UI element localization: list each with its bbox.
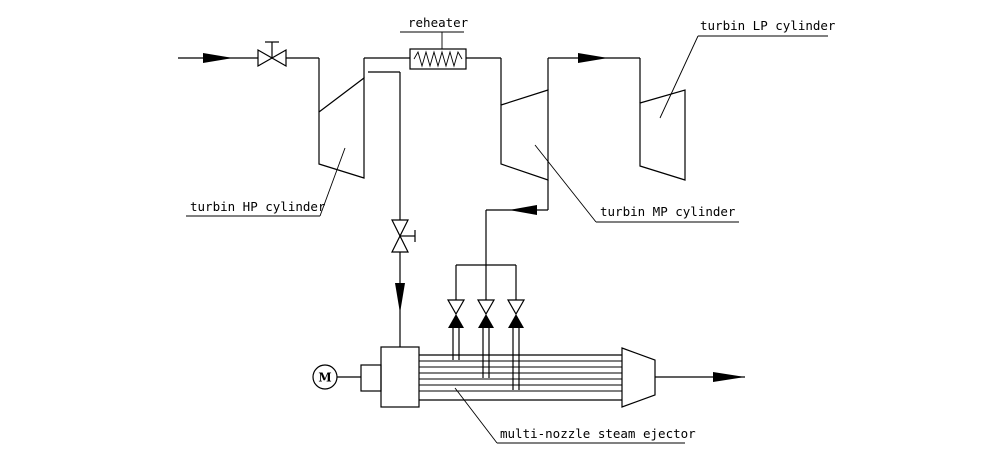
lp-turbine-cylinder <box>639 89 686 181</box>
mp-extraction-line <box>455 180 549 300</box>
mp-turbine-cylinder <box>500 89 549 181</box>
hp-cylinder-label: turbin HP cylinder <box>190 199 326 214</box>
nozzle-valve-1-icon <box>446 299 466 328</box>
steam-ejector-body <box>360 346 656 408</box>
ejector-label: multi-nozzle steam ejector <box>500 426 696 441</box>
hp-turbine-cylinder <box>318 76 365 179</box>
main-steam-inlet <box>178 53 320 112</box>
hp-branch-valve-icon <box>391 219 416 253</box>
reheater-coil <box>409 48 467 70</box>
motor-icon: M <box>312 364 361 390</box>
mp-cylinder-label: turbin MP cylinder <box>600 204 736 219</box>
nozzle-pipes <box>452 328 520 390</box>
reheater-label: reheater <box>408 15 469 30</box>
leader-lines <box>186 31 828 444</box>
hp-exhaust-line <box>363 57 410 220</box>
lp-cylinder-label: turbin LP cylinder <box>700 18 836 33</box>
motor-label: M <box>318 371 331 385</box>
hp-branch-down-line <box>395 252 405 347</box>
nozzle-valve-3-icon <box>506 299 526 328</box>
ejector-outlet-line <box>655 372 745 382</box>
inlet-valve-icon <box>257 41 287 68</box>
reheat-steam-line <box>466 53 641 105</box>
nozzle-valve-2-icon <box>476 299 496 328</box>
